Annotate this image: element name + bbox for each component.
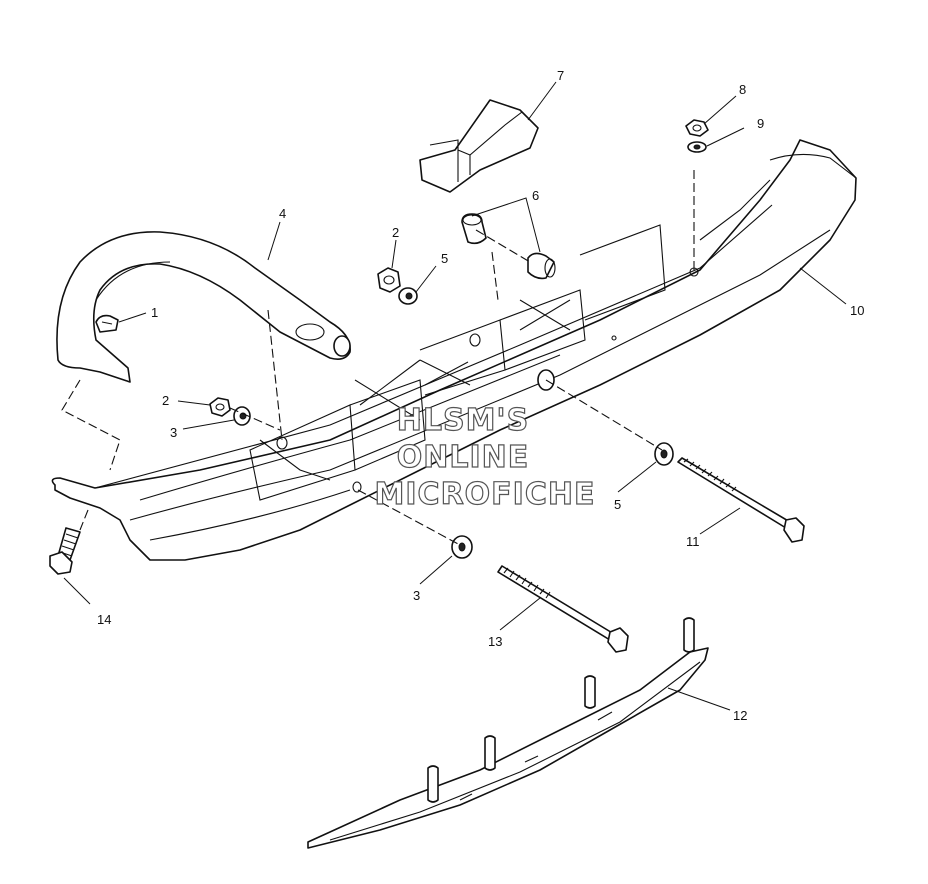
ski-body-part-10 — [51, 139, 857, 561]
callout-8: 8 — [739, 82, 746, 97]
leader-lines — [63, 81, 847, 711]
callout-7: 7 — [557, 68, 564, 83]
callout-9: 9 — [757, 116, 764, 131]
nut-part-8 — [685, 119, 709, 137]
watermark-line-1: HLSM'S — [397, 403, 529, 438]
washer-part-5-lower — [654, 442, 674, 466]
ski-keel-bracing — [249, 224, 666, 501]
washer-part-5-upper — [398, 287, 418, 305]
ski-saddle-part-7 — [419, 99, 539, 193]
bolt-part-13 — [497, 565, 629, 653]
callout-labels: 1 4 2 5 6 7 8 9 10 2 3 5 11 3 13 12 14 — [97, 68, 864, 723]
callout-6: 6 — [532, 188, 539, 203]
callout-11: 11 — [686, 534, 700, 549]
bushing-part-6 — [461, 213, 556, 280]
wear-bar-studs — [427, 617, 695, 803]
watermark: HLSM'S ONLINE MICROFICHE — [374, 402, 596, 512]
assembly-lines — [61, 170, 695, 546]
callout-12: 12 — [733, 708, 747, 723]
callout-3-upper: 3 — [170, 425, 177, 440]
watermark-line-3: MICROFICHE — [375, 477, 596, 512]
callout-2-lower: 2 — [162, 393, 169, 408]
callout-5-upper: 5 — [441, 251, 448, 266]
wear-bar-part-12 — [307, 617, 709, 849]
watermark-line-2: ONLINE — [397, 440, 530, 475]
nut-part-2-lower — [209, 397, 231, 417]
callout-13: 13 — [488, 634, 502, 649]
callout-4: 4 — [279, 206, 286, 221]
callout-1: 1 — [151, 305, 158, 320]
callout-3-lower: 3 — [413, 588, 420, 603]
pin-part-14 — [49, 527, 81, 575]
plug-part-1 — [95, 314, 119, 333]
nut-part-2-upper — [377, 267, 401, 293]
bolt-part-11 — [677, 457, 805, 543]
washer-part-3-lower — [451, 535, 473, 559]
washer-part-9 — [687, 141, 707, 153]
ski-loop-part-4 — [56, 231, 351, 383]
callout-10: 10 — [850, 303, 864, 318]
callout-5-lower: 5 — [614, 497, 621, 512]
callout-14: 14 — [97, 612, 111, 627]
callout-2-upper: 2 — [392, 225, 399, 240]
